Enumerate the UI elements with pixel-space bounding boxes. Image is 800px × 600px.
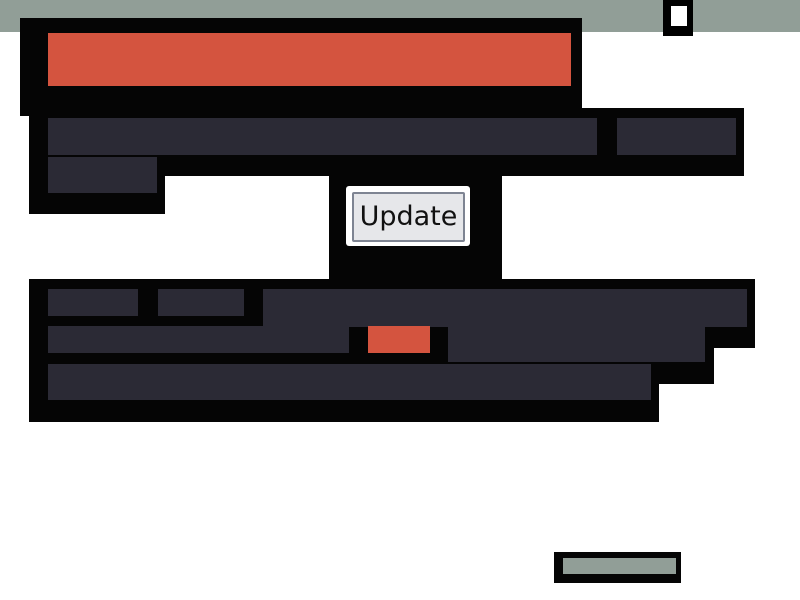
redacted-text-word (158, 289, 244, 316)
redacted-text-line (48, 326, 349, 353)
page-title-bar (48, 33, 571, 86)
redacted-text-word (48, 157, 157, 193)
redacted-text-word (617, 118, 736, 155)
redacted-text-line (48, 364, 651, 400)
redacted-text-word (48, 289, 138, 316)
update-button[interactable]: Update (352, 192, 465, 242)
window-control-button[interactable] (671, 6, 687, 26)
redacted-text-line (448, 326, 705, 362)
footer-bar (563, 558, 676, 574)
redacted-text-line (263, 289, 747, 327)
redacted-text-line (48, 118, 597, 155)
inline-link[interactable] (368, 326, 430, 353)
